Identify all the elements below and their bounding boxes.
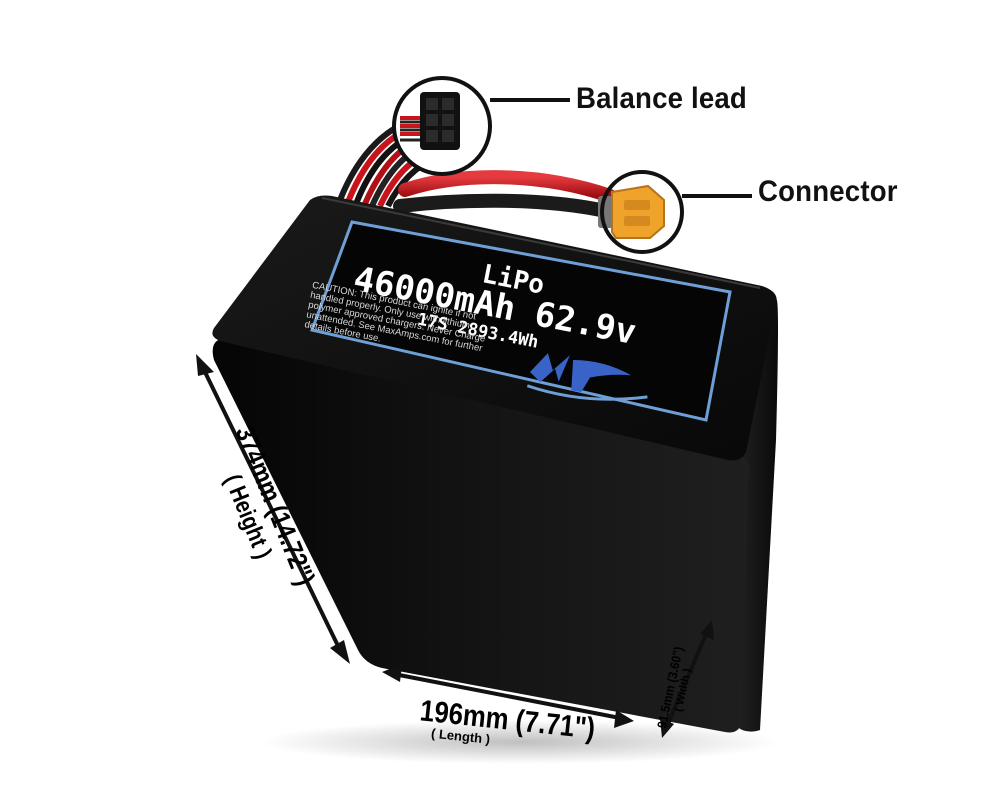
power-wire-red [398,170,617,203]
battery-label: LiPo 46000mAh 62.9v 17S 2893.4Wh CAUTION… [304,220,732,422]
height-arrow [196,354,350,664]
balance-lead-callout [392,76,570,176]
ground-shadow [260,720,780,764]
width-arrow [660,620,714,738]
balance-lead-label: Balance lead [576,82,747,115]
power-wire-black [393,193,617,219]
connector-callout [600,170,752,254]
connector-label: Connector [758,175,898,208]
length-arrow [382,664,634,728]
balance-plug-icon [400,92,460,150]
maxamps-logo-icon [526,353,648,401]
